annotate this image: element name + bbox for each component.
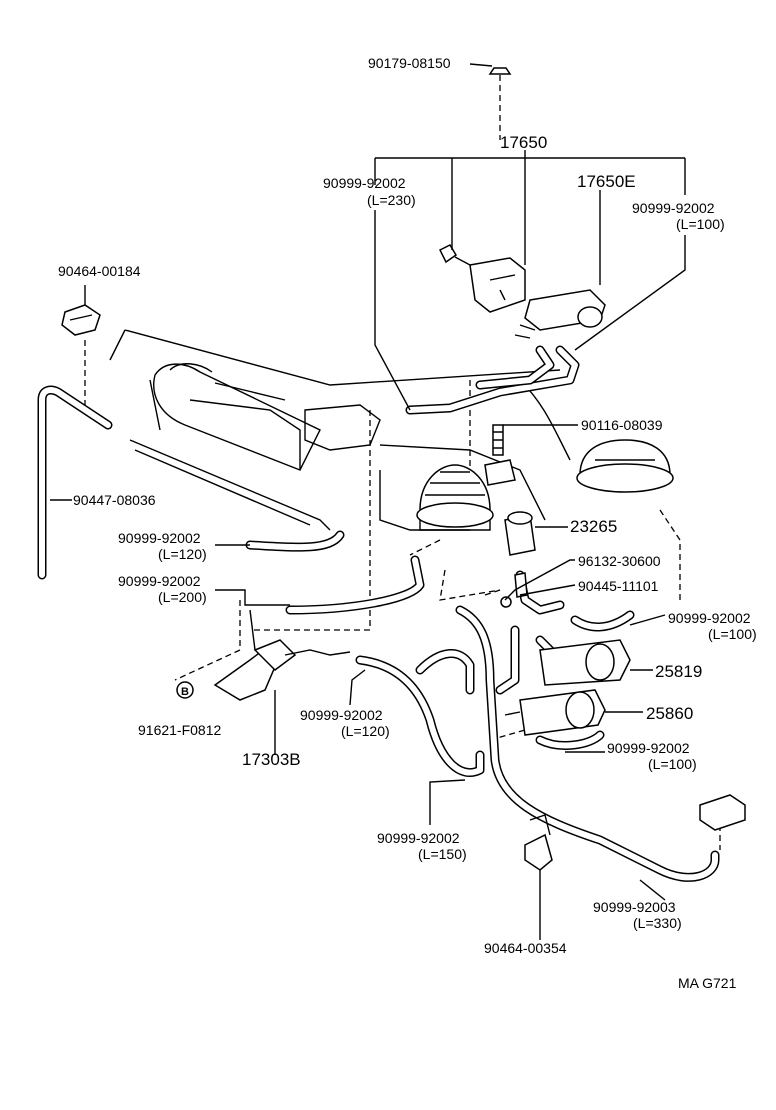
figure-code: MA G721 <box>678 975 737 991</box>
label-90999-92002-100-lower-length: (L=100) <box>648 756 697 772</box>
label-90999-92002-100-top-length: (L=100) <box>676 216 725 232</box>
label-90999-92003: 90999-92003 <box>593 899 676 915</box>
label-90447-08036: 90447-08036 <box>73 492 156 508</box>
valve-25819 <box>539 639 631 686</box>
label-17650e: 17650E <box>577 172 636 191</box>
label-90464-00184: 90464-00184 <box>58 263 141 279</box>
label-90999-92002-120-mid-length: (L=120) <box>341 723 390 739</box>
label-90999-92002-150-length: (L=150) <box>418 846 467 862</box>
label-23265: 23265 <box>570 517 617 536</box>
vacuum-valve-right <box>576 439 674 493</box>
egr-valve <box>416 464 494 531</box>
clip-90464-00354 <box>524 833 553 871</box>
label-90999-92002-230-length: (L=230) <box>367 192 416 208</box>
clip-90464-00184 <box>61 304 101 336</box>
label-90179-08150: 90179-08150 <box>368 55 451 71</box>
label-90999-92002-120-left-length: (L=120) <box>158 546 207 562</box>
part-labels: 90179-08150 17650 90999-92002 (L=230) 17… <box>58 55 757 991</box>
label-90999-92003-length: (L=330) <box>633 915 682 931</box>
label-90999-92002-100-right-length: (L=100) <box>708 626 757 642</box>
label-17650: 17650 <box>500 133 547 152</box>
label-90999-92002-100-lower: 90999-92002 <box>607 740 690 756</box>
leader-lines <box>50 63 686 940</box>
label-90999-92002-230: 90999-92002 <box>323 175 406 191</box>
label-90445-11101: 90445-11101 <box>578 578 659 594</box>
label-96132-30600: 96132-30600 <box>578 553 661 569</box>
label-90116-08039: 90116-08039 <box>581 417 663 433</box>
label-17303b: 17303B <box>242 750 301 769</box>
circle-b-label: B <box>181 686 189 698</box>
vacuum-hoses <box>37 345 720 882</box>
label-91621-f0812: 91621-F0812 <box>138 722 222 738</box>
engine-outline <box>109 329 571 531</box>
components: B <box>61 67 746 871</box>
label-90999-92002-100-right: 90999-92002 <box>668 610 751 626</box>
label-90464-00354: 90464-00354 <box>484 940 567 956</box>
label-90999-92002-200: 90999-92002 <box>118 573 201 589</box>
label-90999-92002-200-length: (L=200) <box>158 589 207 605</box>
label-90999-92002-100-top: 90999-92002 <box>632 200 715 216</box>
label-90999-92002-120-mid: 90999-92002 <box>300 707 383 723</box>
label-90999-92002-120-left: 90999-92002 <box>118 530 201 546</box>
label-25819: 25819 <box>655 662 702 681</box>
label-25860: 25860 <box>646 704 693 723</box>
bracket-17650 <box>469 257 526 313</box>
label-90999-92002-150: 90999-92002 <box>377 830 460 846</box>
nut-90179 <box>488 67 512 75</box>
